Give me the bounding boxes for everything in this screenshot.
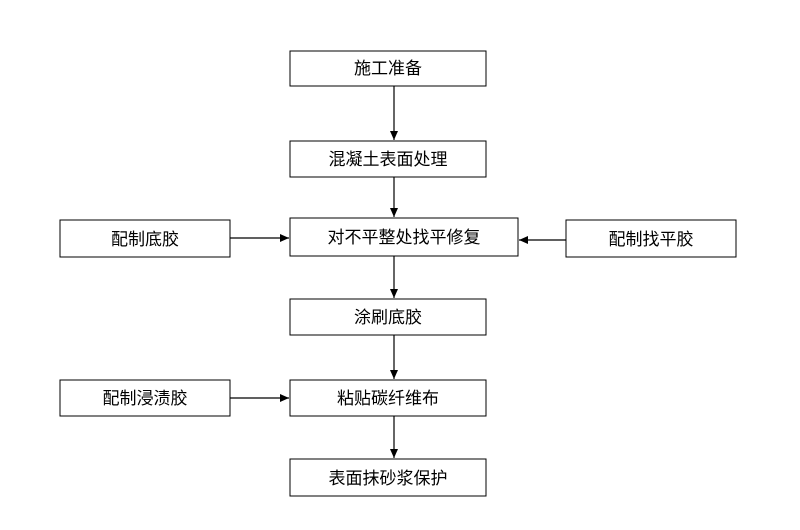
node-carbon-paste: 粘贴碳纤维布 [289,379,487,417]
node-primer-coat: 涂刷底胶 [289,298,487,336]
node-leveling-label: 对不平整处找平修复 [328,228,481,248]
node-carbon-paste-label: 粘贴碳纤维布 [337,389,439,409]
node-impregnation-mix-label: 配制浸渍胶 [103,389,188,409]
node-leveling: 对不平整处找平修复 [289,217,519,257]
node-impregnation-mix: 配制浸渍胶 [59,379,231,417]
node-concrete-label: 混凝土表面处理 [329,150,448,170]
node-primer-mix-label: 配制底胶 [111,230,179,250]
node-leveling-mix: 配制找平胶 [565,219,737,258]
node-mortar-label: 表面抹砂浆保护 [329,469,448,489]
node-prep: 施工准备 [289,50,487,87]
node-primer-mix: 配制底胶 [59,219,231,258]
node-primer-coat-label: 涂刷底胶 [354,308,422,328]
node-concrete: 混凝土表面处理 [289,140,487,178]
node-mortar: 表面抹砂浆保护 [289,458,487,497]
node-leveling-mix-label: 配制找平胶 [609,230,694,250]
node-prep-label: 施工准备 [354,59,422,79]
